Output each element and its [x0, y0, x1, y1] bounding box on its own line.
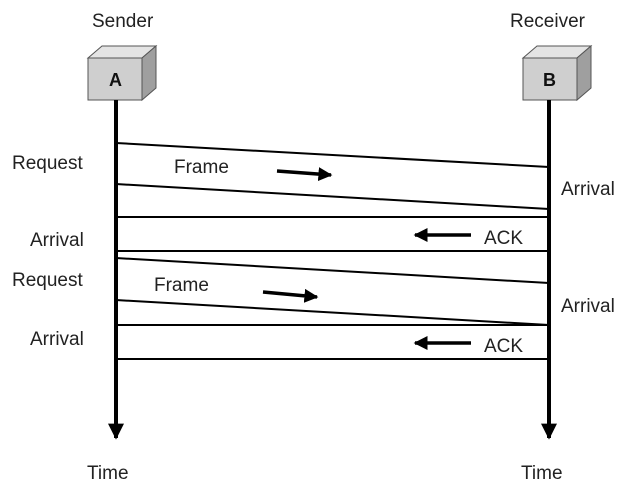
frame-label: Frame [174, 157, 229, 178]
ack-label: ACK [484, 228, 523, 249]
sender-time-label: Time [87, 463, 129, 484]
receiver-node-box: B [521, 44, 593, 102]
sender-title: Sender [92, 11, 154, 32]
ack-label: ACK [484, 336, 523, 357]
receiver-arrival-label: Arrival [561, 179, 615, 200]
receiver-title: Receiver [510, 11, 586, 32]
receiver-node-label: B [543, 70, 556, 90]
sender-node-box: A [86, 44, 158, 102]
request-label: Request [12, 270, 83, 291]
frame-direction-arrow [276, 167, 333, 182]
frame-end-line [115, 299, 550, 326]
frame-start-line [115, 257, 550, 284]
sender-arrival-label: Arrival [30, 329, 84, 350]
frame-start-line [115, 142, 550, 168]
sender-node-label: A [109, 70, 122, 90]
receiver-arrival-label: Arrival [561, 296, 615, 317]
request-label: Request [12, 153, 83, 174]
frame-label: Frame [154, 275, 209, 296]
receiver-time-label: Time [521, 463, 563, 484]
frame-direction-arrow [262, 288, 319, 303]
frame-end-line [115, 183, 550, 210]
sender-arrival-label: Arrival [30, 230, 84, 251]
